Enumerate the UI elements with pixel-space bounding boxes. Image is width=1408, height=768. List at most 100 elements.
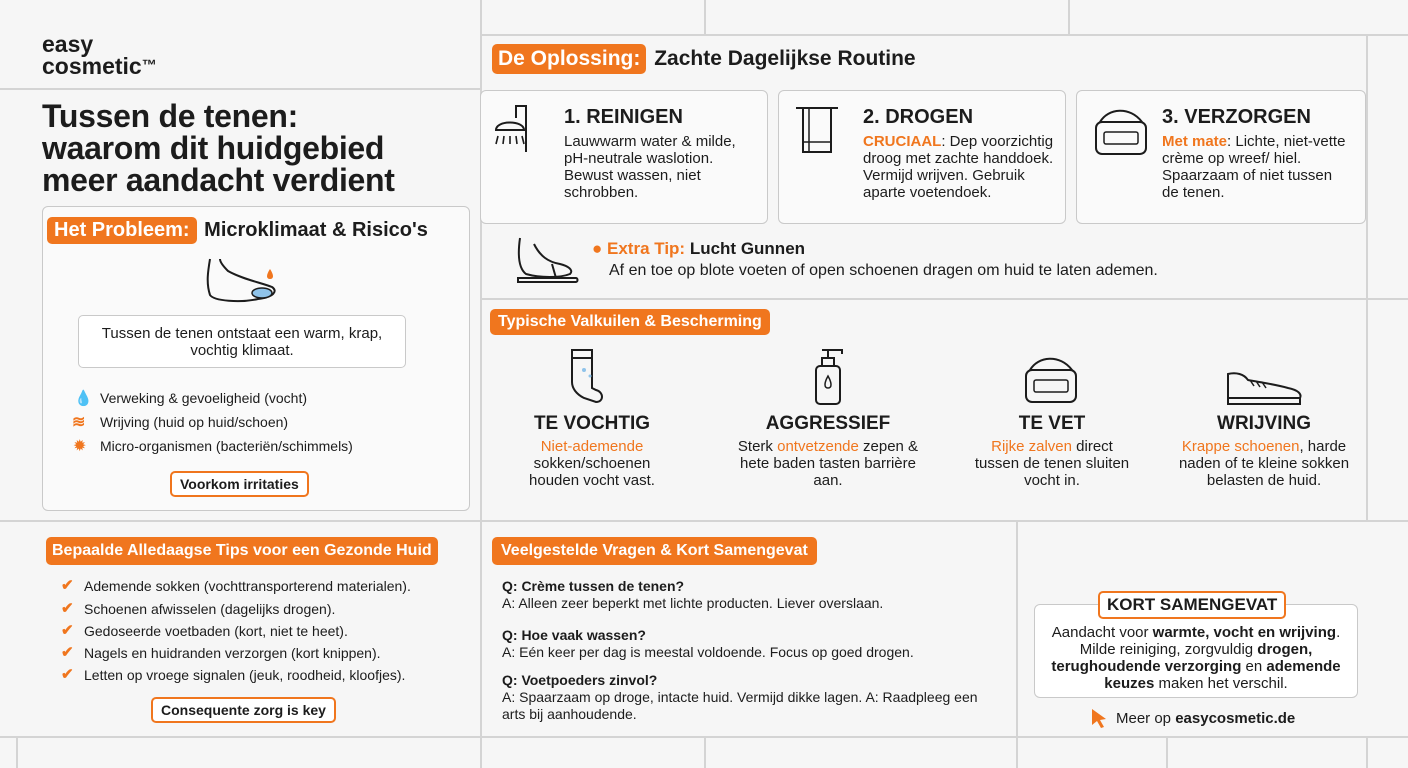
- title-line: waarom dit huidgebied: [42, 130, 385, 166]
- faq-question: Q: Voetpoeders zinvol?: [502, 672, 658, 688]
- microbe-icon: ✹: [73, 438, 87, 455]
- check-icon: ✔: [61, 644, 74, 661]
- link-url[interactable]: easycosmetic.de: [1175, 710, 1296, 727]
- tips-pill: Bepaalde Alledaagse Tips voor een Gezond…: [46, 537, 438, 565]
- step-card-drogen: [778, 90, 1066, 224]
- sock-icon: [571, 349, 603, 404]
- grid-line: [16, 736, 18, 768]
- check-icon: ✔: [61, 622, 74, 639]
- step-text: CRUCIAAL: Dep voorzichtig droog met zach…: [863, 133, 1055, 201]
- tip-item: Schoenen afwisselen (dagelijks drogen).: [84, 601, 336, 617]
- grid-line: [704, 0, 706, 34]
- summary-part: en: [1241, 658, 1267, 675]
- summary-part: . Milde reiniging, zorgvuldig: [1079, 624, 1341, 658]
- pitfall-text: Rijke zalven direct tussen de tenen slui…: [972, 438, 1132, 489]
- problem-heading: Microklimaat & Risico's: [204, 219, 428, 241]
- link-prefix: Meer op: [1116, 710, 1176, 727]
- droplet-icon: 💧: [74, 390, 93, 407]
- summary-title: KORT SAMENGEVAT: [1098, 591, 1287, 619]
- summary-part: maken het verschil.: [1154, 675, 1288, 692]
- problem-badge: Voorkom irritaties: [170, 471, 309, 497]
- risk-item: Micro-organismen (bacteriën/schimmels): [100, 438, 353, 454]
- shower-icon: [494, 105, 527, 152]
- cream-jar-icon: [1025, 357, 1077, 403]
- grid-line: [1366, 736, 1368, 768]
- pitfall-highlight: Krappe schoenen: [1181, 438, 1300, 455]
- pitfall-title: AGGRESSIEF: [765, 413, 891, 434]
- pitfall-highlight: ontvetzende: [777, 438, 859, 455]
- grid-line: [1016, 520, 1018, 768]
- check-icon: ✔: [61, 577, 74, 594]
- brand-logo: easy cosmetic™: [42, 33, 157, 78]
- sandal-foot-icon: [517, 237, 579, 283]
- extra-tip-header: ● Extra Tip: Lucht Gunnen: [592, 239, 805, 259]
- extra-tip-text: Af en toe op blote voeten of open schoen…: [609, 262, 1158, 279]
- solution-heading: Zachte Dagelijkse Routine: [654, 47, 916, 70]
- extra-tip-label: Extra Tip:: [607, 239, 686, 258]
- step-card-verzorgen: [1076, 90, 1366, 224]
- grid-line: [480, 34, 1408, 36]
- grid-line: [480, 298, 1408, 300]
- pitfall-title: TE VET: [1018, 413, 1086, 434]
- shoe-icon: [1227, 372, 1302, 405]
- faq-answer: A: Spaarzaam op droge, intacte huid. Ver…: [502, 689, 978, 722]
- tip-item: Gedoseerde voetbaden (kort, niet te heet…: [84, 623, 348, 639]
- soap-bottle-icon: [815, 349, 843, 405]
- summary-bold: warmte, vocht en wrijving: [1152, 624, 1337, 641]
- solution-header: De Oplossing: Zachte Dagelijkse Routine: [492, 44, 916, 74]
- pitfalls-pill: Typische Valkuilen & Bescherming: [490, 309, 770, 335]
- faq-pill: Veelgestelde Vragen & Kort Samengevat: [492, 537, 817, 565]
- step-title: 1. REINIGEN: [564, 106, 683, 128]
- summary-text: Aandacht voor warmte, vocht en wrijving.…: [1044, 624, 1348, 692]
- check-icon: ✔: [61, 600, 74, 617]
- grid-line: [1068, 0, 1070, 34]
- faq-list: Q: Crème tussen de tenen? A: Alleen zeer…: [502, 578, 1002, 723]
- step-text: Lauwwarm water & milde, pH-neutrale wasl…: [564, 133, 736, 201]
- problem-header: Het Probleem: Microklimaat & Risico's: [47, 217, 428, 244]
- website-link[interactable]: Meer op easycosmetic.de: [1116, 710, 1295, 727]
- risk-item: Wrijving (huid op huid/schoen): [100, 414, 289, 430]
- tips-badge: Consequente zorg is key: [151, 697, 336, 723]
- grid-line: [480, 0, 482, 768]
- grid-line: [704, 736, 706, 768]
- bullet-dot: ●: [592, 239, 607, 258]
- cursor-icon: [1092, 709, 1106, 728]
- pitfall-highlight: Rijke zalven: [991, 438, 1072, 455]
- summary-part: Aandacht voor: [1051, 624, 1153, 641]
- step-highlight: CRUCIAAL: [863, 133, 942, 150]
- faq-question: Q: Crème tussen de tenen?: [502, 578, 685, 594]
- pitfall-text-body: direct tussen de tenen sluiten vocht in.: [974, 438, 1130, 489]
- solution-pill: De Oplossing:: [492, 44, 647, 74]
- step-card-reinigen: [480, 90, 768, 224]
- step-title: 2. DROGEN: [863, 106, 974, 128]
- pitfall-text: Krappe schoenen, harde naden of te klein…: [1168, 438, 1360, 489]
- grid-line: [0, 88, 480, 90]
- tip-item: Ademende sokken (vochttransporterend mat…: [84, 578, 411, 594]
- friction-icon: ≋: [72, 414, 86, 431]
- title-line: meer aandacht verdient: [42, 162, 395, 198]
- summary-card: [1034, 604, 1358, 698]
- faq-answer: A: Alleen zeer beperkt met lichte produc…: [502, 595, 884, 611]
- faq-answer: A: Eén keer per dag is meestal voldoende…: [502, 644, 914, 660]
- extra-tip-heading: Lucht Gunnen: [689, 239, 806, 258]
- foot-icon: [206, 258, 276, 303]
- pitfalls-header: Typische Valkuilen & Bescherming: [490, 309, 770, 335]
- pitfall-text-pre: Sterk: [737, 438, 778, 455]
- summary-bold: drogen, terughoudende verzorging: [1051, 641, 1313, 675]
- problem-statement: Tussen de tenen ontstaat een warm, krap,…: [78, 315, 406, 368]
- pitfall-text: Sterk ontvetzende zepen & hete baden tas…: [728, 438, 928, 489]
- grid-line: [1366, 34, 1368, 520]
- step-highlight: Met mate: [1162, 133, 1228, 150]
- cream-jar-icon: [1095, 109, 1147, 155]
- summary-bold: ademende keuzes: [1104, 658, 1341, 692]
- step-text-body: : Dep voorzichtig droog met zachte handd…: [863, 133, 1054, 201]
- faq-header: Veelgestelde Vragen & Kort Samengevat: [492, 537, 817, 565]
- grid-line: [0, 520, 1408, 522]
- faq-question: Q: Hoe vaak wassen?: [502, 627, 646, 643]
- pitfall-text-body: zepen & hete baden tasten barrière aan.: [740, 438, 919, 489]
- risk-item: Verweking & gevoeligheid (vocht): [100, 390, 308, 406]
- step-title: 3. VERZORGEN: [1162, 106, 1311, 128]
- tip-item: Nagels en huidranden verzorgen (kort kni…: [84, 645, 381, 661]
- tip-item: Letten op vroege signalen (jeuk, roodhei…: [84, 667, 406, 683]
